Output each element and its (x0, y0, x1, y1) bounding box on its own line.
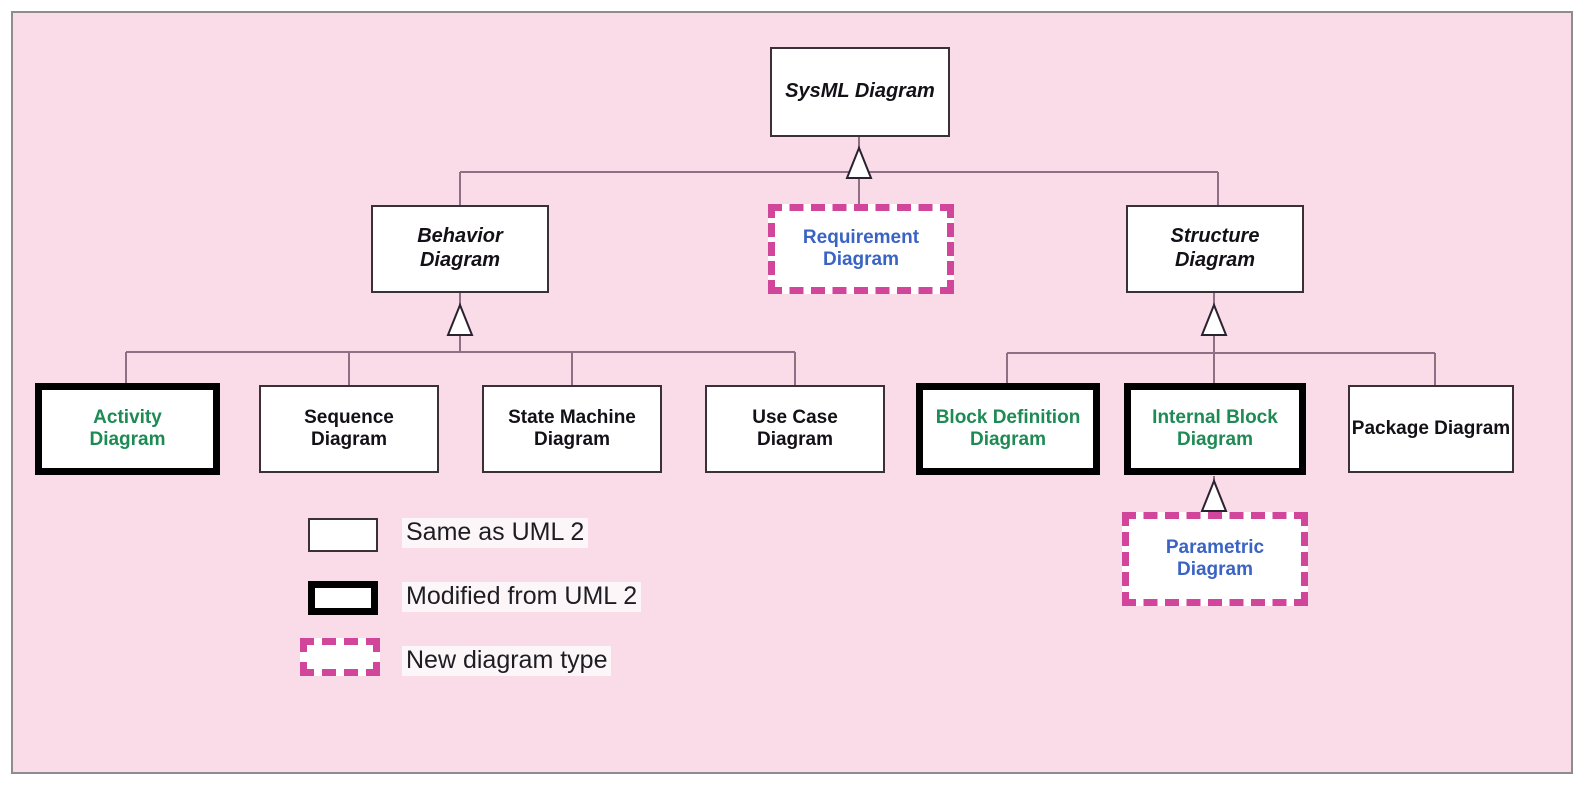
node-label: Use Case Diagram (752, 406, 838, 450)
legend-swatch-new-diagram-type (300, 638, 380, 676)
node-sysml-diagram[interactable]: SysML Diagram (770, 47, 950, 137)
node-label: Package Diagram (1351, 417, 1511, 439)
legend-label-new-diagram-type: New diagram type (402, 646, 612, 676)
legend-label-same-as-uml2: Same as UML 2 (402, 518, 589, 548)
node-block-definition-diagram[interactable]: Block Definition Diagram (916, 383, 1100, 475)
node-activity-diagram[interactable]: Activity Diagram (35, 383, 220, 475)
node-sequence-diagram[interactable]: Sequence Diagram (259, 385, 439, 473)
node-parametric-diagram[interactable]: Parametric Diagram (1122, 512, 1308, 606)
legend-swatch-modified-from-uml2 (308, 581, 378, 615)
node-label: Block Definition Diagram (935, 406, 1081, 450)
node-label: State Machine Diagram (508, 406, 636, 450)
node-requirement-diagram[interactable]: Requirement Diagram (768, 204, 954, 294)
legend-label-modified-from-uml2: Modified from UML 2 (402, 582, 642, 612)
node-structure-diagram[interactable]: Structure Diagram (1126, 205, 1304, 293)
node-label: SysML Diagram (785, 80, 935, 103)
node-label: Parametric Diagram (1165, 536, 1265, 580)
node-internal-block-diagram[interactable]: Internal Block Diagram (1124, 383, 1306, 475)
legend-swatch-same-as-uml2 (308, 518, 378, 552)
node-label: Sequence Diagram (304, 406, 394, 450)
node-behavior-diagram[interactable]: Behavior Diagram (371, 205, 549, 293)
node-label: Internal Block Diagram (1152, 406, 1278, 450)
node-use-case-diagram[interactable]: Use Case Diagram (705, 385, 885, 473)
node-label: Activity Diagram (89, 406, 166, 450)
node-label: Structure Diagram (1170, 225, 1260, 271)
node-state-machine-diagram[interactable]: State Machine Diagram (482, 385, 662, 473)
node-package-diagram[interactable]: Package Diagram (1348, 385, 1514, 473)
node-label: Behavior Diagram (417, 225, 503, 271)
node-label: Requirement Diagram (802, 226, 920, 270)
